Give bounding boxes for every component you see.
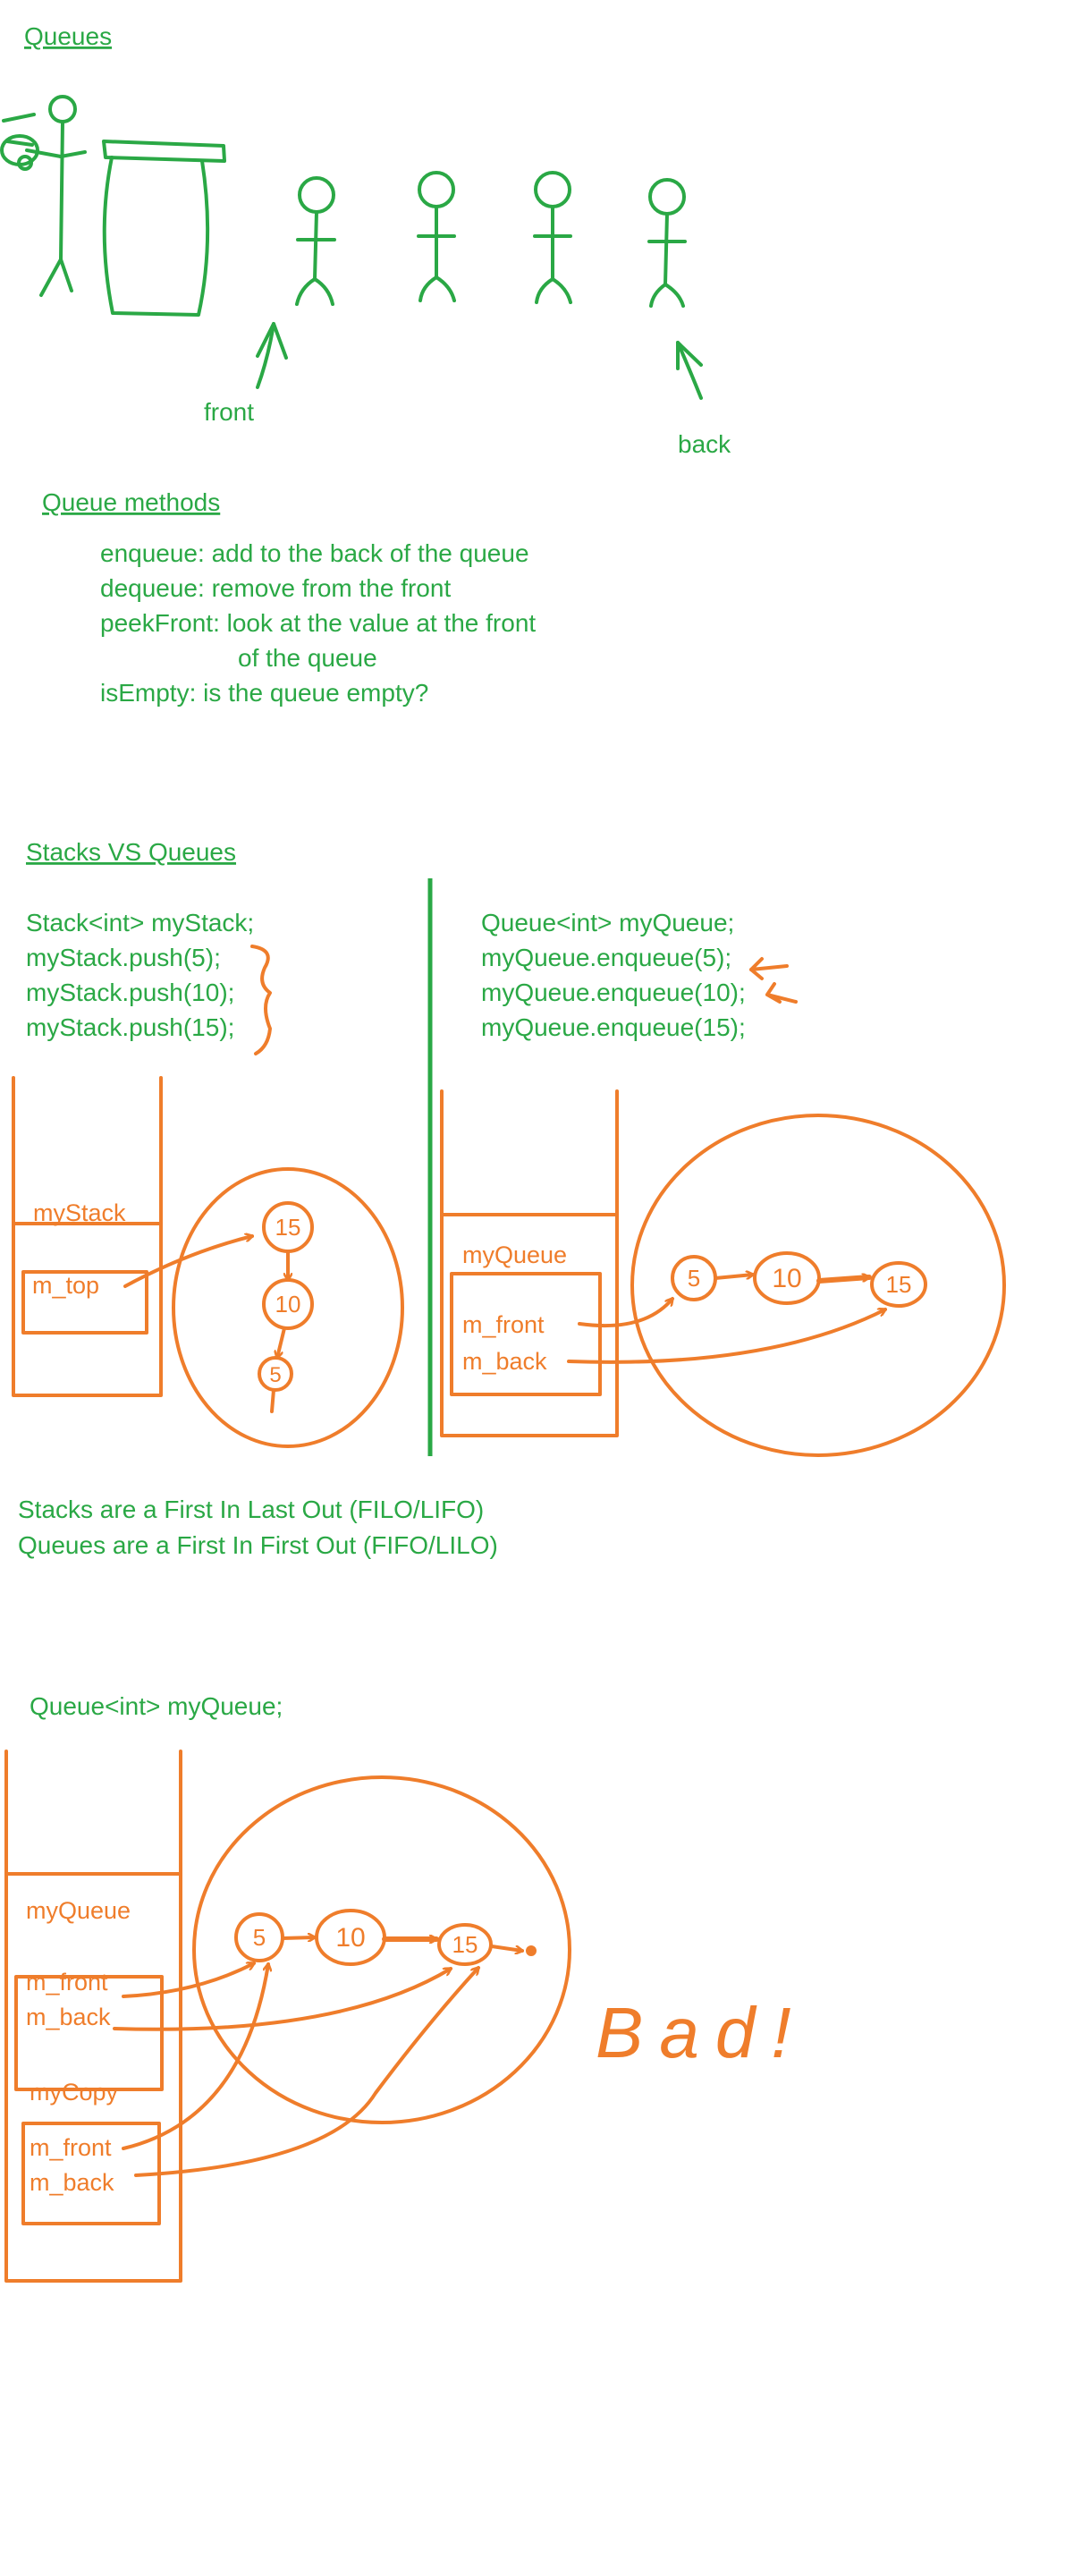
stack-node-value: 5	[269, 1363, 281, 1387]
method-isempty: isEmpty: is the queue empty?	[100, 679, 428, 707]
myqueue-back-pointer	[113, 1967, 451, 2031]
myqueue-label: myQueue	[462, 1241, 567, 1268]
stack-heap-ellipse	[172, 1167, 404, 1448]
copy-node-circle	[437, 1923, 493, 1966]
summary-line: Stacks are a First In Last Out (FILO/LIF…	[18, 1496, 484, 1523]
queue-heap-ellipse	[630, 1114, 1006, 1457]
stack-code-brace	[250, 945, 272, 1055]
m-back-field: m_back	[462, 1348, 547, 1375]
method-dequeue: dequeue: remove from the front	[100, 574, 451, 602]
copy-mycopy-front: m_front	[30, 2134, 112, 2161]
mystack-label: myStack	[33, 1199, 126, 1226]
myqueue-front-pointer	[122, 1963, 254, 1998]
mycopy-front-pointer	[122, 1964, 268, 2150]
person-1	[295, 176, 336, 306]
copy-memory-frame	[4, 1750, 182, 2283]
queue-drawing	[0, 95, 703, 400]
copy-heap-ellipse	[192, 1775, 571, 2124]
queue-link-10-15	[816, 1277, 872, 1284]
stack-code-line: myStack.push(10);	[26, 979, 234, 1006]
queue-code-line: myQueue.enqueue(10);	[481, 979, 746, 1006]
stack-null-link	[270, 1388, 275, 1413]
counter-drawing	[102, 140, 226, 317]
methods-title: Queue methods	[42, 488, 220, 516]
front-label: front	[204, 398, 254, 426]
myqueue-object-box	[450, 1272, 602, 1396]
person-3	[533, 171, 572, 304]
mystack-object-box	[21, 1270, 148, 1335]
compare-title: Stacks VS Queues	[26, 838, 236, 866]
queues-title: Queues	[24, 22, 112, 50]
front-arrow	[256, 322, 288, 389]
copy-mycopy-back: m_back	[30, 2169, 114, 2196]
queue-code-line: myQueue.enqueue(15);	[481, 1013, 746, 1041]
m-front-pointer	[578, 1299, 672, 1328]
bad-label: Bad!	[596, 1993, 807, 2072]
m-top-field: m_top	[32, 1272, 99, 1299]
queues-section: Queues	[0, 22, 731, 458]
queue-memory-frame	[440, 1089, 619, 1437]
method-peekfront: peekFront: look at the value at the fron…	[100, 609, 536, 637]
enqueue-arrow-1	[749, 957, 789, 980]
m-top-pointer	[123, 1236, 252, 1288]
stack-code-line: myStack.push(15);	[26, 1013, 234, 1041]
queue-code-line: Queue<int> myQueue;	[481, 909, 734, 936]
copy-code: Queue<int> myQueue;	[30, 1692, 283, 1720]
copy-node-value: 15	[452, 1931, 478, 1958]
enqueue-arrow-2	[765, 982, 798, 1004]
stack-code-line: myStack.push(5);	[26, 944, 221, 971]
stack-link-10-5	[277, 1326, 286, 1358]
mycopy-back-pointer	[134, 1968, 478, 2177]
queue-node-circle	[870, 1261, 927, 1308]
queue-node-value: 15	[886, 1271, 912, 1298]
m-front-field: m_front	[462, 1311, 545, 1338]
copy-link-15-null	[490, 1945, 522, 1951]
copy-myqueue-box	[14, 1975, 164, 2091]
person-4	[647, 178, 687, 308]
method-peekfront-cont: of the queue	[238, 644, 377, 672]
copy-myqueue-label: myQueue	[26, 1897, 131, 1924]
copy-node-value: 5	[253, 1924, 266, 1951]
queue-code-line: myQueue.enqueue(5);	[481, 944, 731, 971]
copy-null-dot	[526, 1945, 537, 1956]
copy-section: Queue<int> myQueue; myQueue m_front m_ba…	[4, 1692, 807, 2283]
copy-myqueue-front: m_front	[26, 1969, 108, 1996]
back-label: back	[678, 430, 731, 458]
queue-node-value: 10	[772, 1264, 801, 1293]
queue-link-5-10	[714, 1275, 753, 1280]
m-back-pointer	[567, 1309, 885, 1364]
cashier-figure	[0, 95, 87, 297]
copy-link-5-10	[281, 1937, 315, 1938]
back-arrow	[676, 341, 703, 400]
stack-code-line: Stack<int> myStack;	[26, 909, 254, 936]
copy-mycopy-label: myCopy	[30, 2079, 119, 2106]
copy-node-value: 10	[335, 1923, 365, 1953]
summary-line: Queues are a First In First Out (FIFO/LI…	[18, 1531, 498, 1559]
stack-node-value: 10	[275, 1291, 301, 1318]
compare-section: Stacks VS Queues Stack<int> myStack; myS…	[12, 838, 1006, 1559]
stack-node-value: 15	[275, 1214, 301, 1241]
queue-node-value: 5	[688, 1265, 700, 1292]
stack-memory-frame	[12, 1076, 163, 1397]
copy-myqueue-back: m_back	[26, 2004, 111, 2030]
person-2	[417, 171, 456, 302]
methods-section: Queue methods enqueue: add to the back o…	[42, 488, 536, 707]
method-enqueue: enqueue: add to the back of the queue	[100, 539, 529, 567]
